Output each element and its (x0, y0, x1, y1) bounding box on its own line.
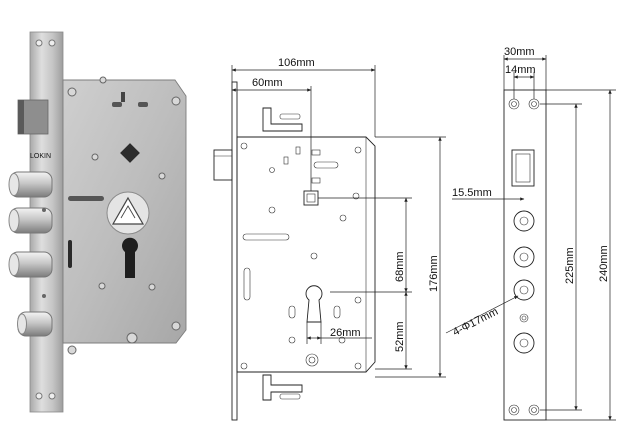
photo-brand-label: LOKIN (30, 153, 51, 160)
front-bolt-hole (513, 332, 535, 354)
photo-faceplate-screw-icon (48, 392, 56, 400)
photo-deadbolt (8, 251, 53, 278)
dim-backset: 60mm (252, 77, 283, 89)
side-latch (213, 149, 233, 181)
photo-cylinder-hole (122, 237, 138, 278)
front-screw-hole (528, 404, 540, 416)
front-bolt-hole (513, 279, 535, 301)
dim-overall-width: 106mm (278, 57, 315, 69)
dim-cylinder-width: 26mm (330, 327, 361, 339)
photo-slot (68, 196, 104, 201)
dim-bolt-diameter: 4-Φ17mm (451, 306, 500, 339)
side-bottom-hook (262, 374, 303, 401)
side-cylinder-profile (305, 285, 323, 323)
dim-bolt-offset: 15.5mm (452, 187, 492, 199)
photo-faceplate-screw-icon (35, 39, 43, 47)
dim-faceplate-width: 30mm (504, 46, 535, 58)
side-faceplate (231, 81, 238, 421)
front-faceplate (503, 89, 547, 421)
front-screw-hole (528, 98, 540, 110)
photo-deadbolt (8, 171, 53, 198)
photo-slot (68, 240, 72, 268)
photo-spindle-hole (120, 143, 140, 163)
dim-cylinder-to-handle: 68mm (394, 251, 406, 282)
dim-inner-hole-spacing: 225mm (564, 247, 576, 284)
front-screw-hole (508, 404, 520, 416)
front-bolt-hole (513, 210, 535, 232)
dim-faceplate-length: 240mm (598, 245, 610, 282)
dim-hole-spacing: 14mm (505, 64, 536, 76)
front-latch-window (511, 149, 535, 187)
front-bolt-hole (513, 246, 535, 268)
warning-sticker-icon (106, 191, 150, 235)
dim-cylinder-to-bottom: 52mm (394, 321, 406, 352)
dim-case-height: 176mm (428, 255, 440, 292)
photo-deadbolt (8, 207, 53, 234)
side-spindle-square (303, 190, 319, 206)
photo-faceplate-screw-icon (35, 392, 43, 400)
side-top-hook (262, 107, 303, 132)
photo-guard-bolt (17, 311, 53, 337)
front-screw-hole (508, 98, 520, 110)
faceplate-view-drawing: 30mm 14mm 15.5mm 4-Φ17mm 225mm 240mm (445, 46, 616, 421)
lock-photo: LOKIN (8, 31, 187, 413)
photo-case-screw-icon (67, 76, 181, 355)
photo-faceplate-screw-icon (48, 39, 56, 47)
side-view-drawing: 106mm 60mm 176mm 68mm 52mm 26mm (213, 57, 446, 421)
